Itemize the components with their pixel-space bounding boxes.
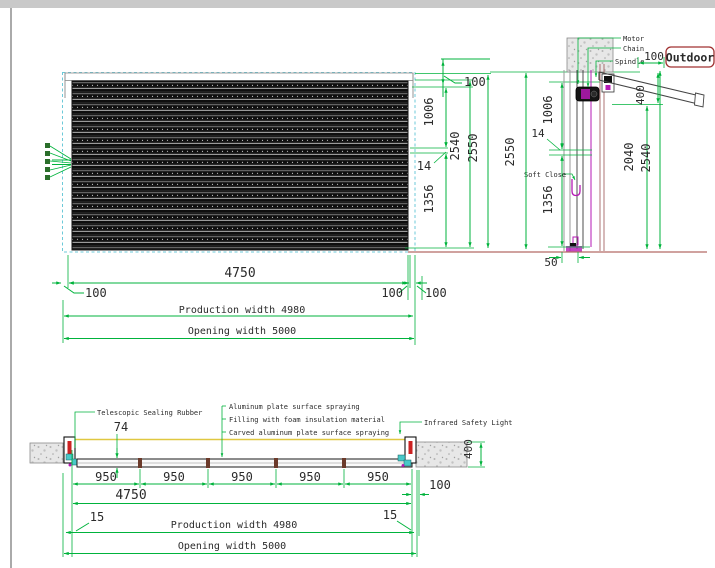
side-dim-14: 14: [531, 127, 545, 140]
front-right-dimensions: [405, 58, 491, 249]
dim-2550: 2550: [466, 134, 480, 163]
front-bottom-dimensions: [52, 255, 427, 345]
lintel-concrete: [566, 37, 614, 73]
foam-insulation-label: Filling with foam insulation material: [229, 416, 385, 424]
dim-100-left: 100: [85, 286, 107, 300]
plan-opening-width-label: Opening width 5000: [178, 541, 286, 552]
side-dim-1006: 1006: [541, 96, 555, 125]
aluminum-plate-label: Aluminum plate surface spraying: [229, 403, 360, 411]
plan-production-width-label: Production width 4980: [171, 520, 297, 531]
plan-dim-74: 74: [114, 420, 128, 434]
side-dim-100: 100: [644, 50, 664, 63]
plan-dim-950-4: 950: [299, 470, 321, 484]
panel-left-callout: [45, 143, 72, 180]
dim-100-right-a: 100: [381, 286, 403, 300]
wall-concrete-right: [415, 441, 468, 468]
plan-dim-950-5: 950: [367, 470, 389, 484]
plan-dim-400: 400: [462, 439, 475, 459]
front-view: 100 1006 14 1356 2540 2550: [45, 58, 491, 345]
soft-close-hook: [571, 179, 581, 197]
panel-joints: [138, 458, 346, 468]
dim-1006: 1006: [422, 98, 436, 127]
plan-dim-100: 100: [429, 478, 451, 492]
plan-dim-15-right: 15: [383, 508, 397, 522]
soft-close-label: Soft Close: [524, 171, 566, 179]
side-dim-2550: 2550: [503, 138, 517, 167]
dim-header-100: 100: [464, 75, 486, 89]
chain-label: Chain: [623, 45, 644, 53]
dim-14: 14: [417, 159, 431, 173]
plan-dim-15-left: 15: [90, 510, 104, 524]
production-width-label: Production width 4980: [179, 305, 305, 316]
carved-plate-label: Carved aluminum plate surface spraying: [229, 429, 389, 437]
side-dim-50: 50: [544, 256, 557, 269]
outdoor-label: Outdoor: [666, 51, 715, 65]
dim-2540: 2540: [448, 132, 462, 161]
window-top-strip: [0, 0, 715, 8]
canopy-hood: [598, 71, 705, 108]
side-dim-2040: 2040: [622, 143, 636, 172]
guide-post-right: [397, 436, 417, 467]
spindle-label: Spindle: [615, 58, 645, 66]
plan-view: Telescopic Sealing Rubber Aluminum plate…: [29, 403, 513, 557]
bottom-seal: [566, 236, 582, 252]
motor-unit: [575, 86, 600, 102]
dim-1356: 1356: [422, 185, 436, 214]
plan-dim-950-2: 950: [163, 470, 185, 484]
side-dim-400: 400: [634, 85, 647, 105]
plan-dim-950-1: 950: [95, 470, 117, 484]
infrared-sensor-left: [67, 441, 72, 454]
plan-bottom-dimensions: [62, 441, 485, 557]
infrared-safety-light-label: Infrared Safety Light: [424, 419, 513, 427]
side-view: Motor Chain Spindle Soft Close Outdoor: [408, 35, 715, 269]
telescopic-sealing-rubber-label: Telescopic Sealing Rubber: [97, 409, 202, 417]
plan-dim-4750: 4750: [115, 488, 146, 503]
dim-4750: 4750: [224, 266, 255, 281]
infrared-sensor-right: [408, 441, 413, 454]
side-dim-1356: 1356: [541, 186, 555, 215]
door-curtain-slats: [71, 80, 409, 251]
wall-concrete-left: [29, 442, 64, 464]
dim-100-right-b: 100: [425, 286, 447, 300]
side-dimensions: [524, 57, 665, 263]
side-leaders: [564, 37, 621, 181]
side-dim-2540: 2540: [639, 144, 653, 173]
outdoor-badge: Outdoor: [665, 46, 715, 68]
segment-dimensions: [71, 450, 413, 557]
opening-width-label: Opening width 5000: [188, 326, 296, 337]
plan-leaders: [74, 405, 422, 458]
plan-dim-950-3: 950: [231, 470, 253, 484]
motor-label: Motor: [623, 35, 644, 43]
